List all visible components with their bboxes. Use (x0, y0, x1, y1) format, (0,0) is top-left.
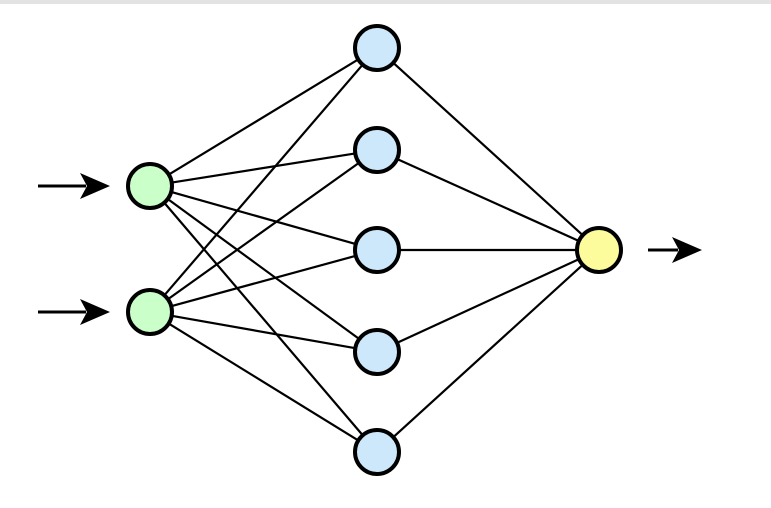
neuron-node-h1[interactable] (353, 24, 401, 72)
neuron-node-i1[interactable] (126, 162, 174, 210)
input-arrow-bottom-icon (38, 299, 110, 325)
connection-edge (392, 263, 584, 439)
arrow-layer (38, 173, 702, 325)
connection-edge (170, 254, 357, 308)
connection-edge (396, 258, 580, 344)
neuron-node-h5[interactable] (353, 428, 401, 476)
page-top-edge-band (0, 0, 771, 4)
arrow-head (672, 237, 702, 263)
connection-edge (163, 63, 364, 297)
connection-edge (171, 314, 356, 350)
edge-layer (163, 58, 584, 442)
output-arrow-icon (648, 237, 702, 263)
arrow-head (80, 173, 110, 199)
connection-edge (392, 61, 584, 237)
neuron-node-o1[interactable] (575, 226, 623, 274)
connection-edge (163, 202, 364, 436)
node-layer (126, 24, 623, 476)
neuron-node-i2[interactable] (126, 288, 174, 336)
neuron-node-h4[interactable] (353, 328, 401, 376)
connection-edge (168, 322, 359, 442)
connection-edge (167, 198, 360, 340)
arrow-head (80, 299, 110, 325)
connection-edge (170, 190, 357, 246)
input-arrow-top-icon (38, 173, 110, 199)
connection-edge (168, 58, 359, 176)
neuron-node-h3[interactable] (353, 226, 401, 274)
connection-edge (167, 161, 360, 301)
connection-edge (171, 152, 356, 184)
connection-edge (396, 158, 580, 242)
neuron-node-h2[interactable] (353, 126, 401, 174)
